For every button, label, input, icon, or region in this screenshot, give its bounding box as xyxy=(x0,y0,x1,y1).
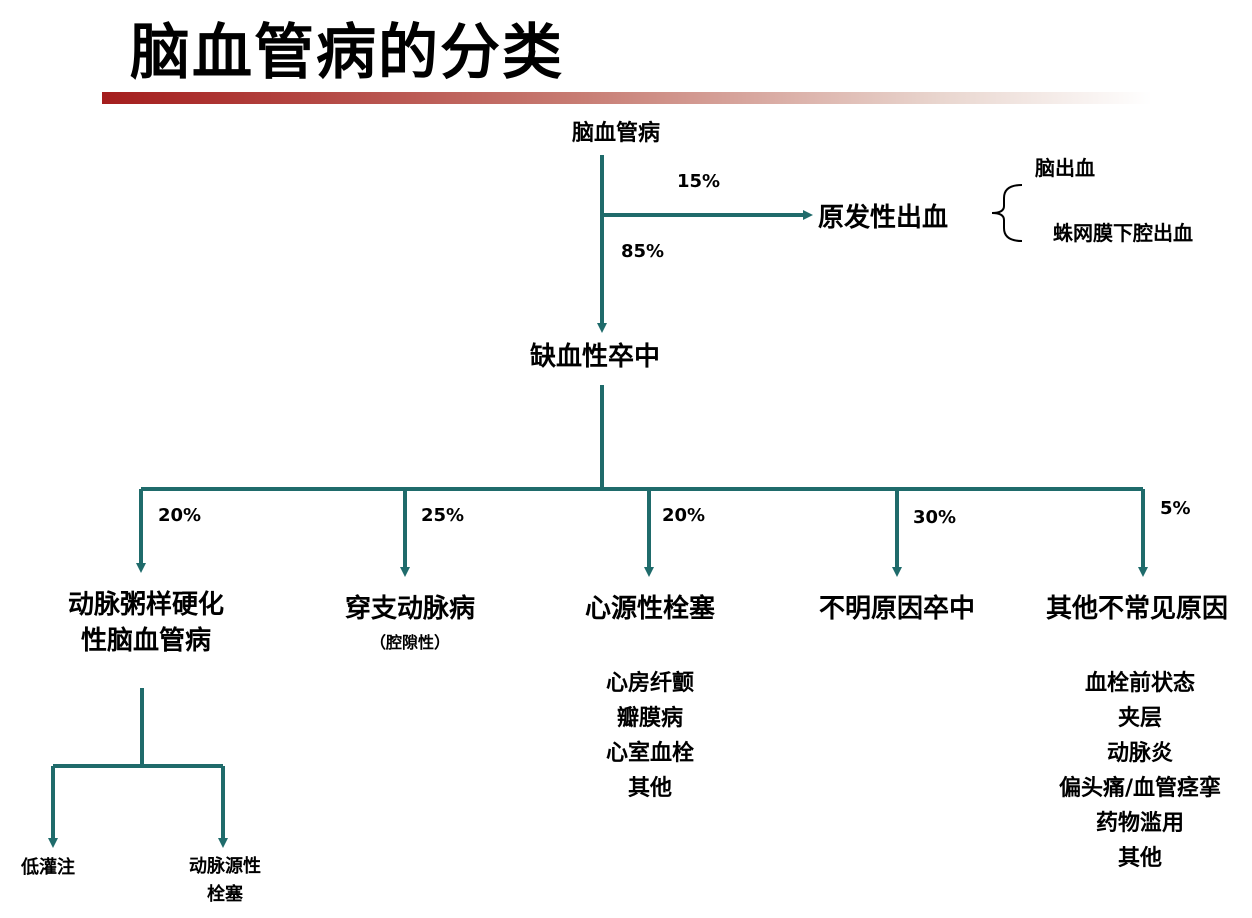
hemorrhage-brace xyxy=(991,184,1023,242)
artery-embolism-line1: 动脉源性 xyxy=(189,856,261,877)
hemorrhage-percent: 15% xyxy=(677,171,721,192)
child-percent-atherosclerosis: 20% xyxy=(158,505,202,526)
ischemic-percent: 85% xyxy=(621,241,665,262)
hemorrhage-node: 原发性出血 xyxy=(818,203,949,233)
list-item: 其他 xyxy=(1117,846,1162,871)
list-item: 心房纤颤 xyxy=(605,671,694,696)
list-item: 瓣膜病 xyxy=(616,706,683,731)
child-atherosclerosis-line2: 性脑血管病 xyxy=(80,626,211,656)
list-item: 偏头痛/血管痉挛 xyxy=(1058,776,1222,801)
list-item: 动脉炎 xyxy=(1106,741,1173,766)
ischemic-node: 缺血性卒中 xyxy=(530,342,661,372)
child-percent-cardioembolic: 20% xyxy=(662,505,706,526)
hemorrhage-subtype-ich: 脑出血 xyxy=(1035,156,1095,180)
artery-embolism-line2: 栓塞 xyxy=(207,884,243,905)
child-percent-unknown: 30% xyxy=(913,507,957,528)
child-perforator-line1: 穿支动脉病 xyxy=(344,594,475,624)
page-title: 脑血管病的分类 xyxy=(130,18,564,88)
child-node-unknown: 不明原因卒中 xyxy=(818,594,975,624)
hemorrhage-subtype-sah: 蛛网膜下腔出血 xyxy=(1053,221,1193,245)
list-item: 血栓前状态 xyxy=(1084,671,1195,696)
athero-branch-artery-embolism: 动脉源性 栓塞 xyxy=(170,853,280,909)
list-item: 其他 xyxy=(627,776,672,801)
child-node-other: 其他不常见原因 xyxy=(1045,594,1228,624)
child-percent-other: 5% xyxy=(1160,498,1191,519)
list-item: 药物滥用 xyxy=(1095,811,1184,836)
cardioembolic-causes-list: 心房纤颤 瓣膜病 心室血栓 其他 xyxy=(560,666,740,806)
child-node-atherosclerosis: 动脉粥样硬化 性脑血管病 xyxy=(56,587,236,659)
list-item: 夹层 xyxy=(1117,706,1162,731)
athero-branch-hypoperfusion: 低灌注 xyxy=(21,857,75,878)
child-node-cardioembolic: 心源性栓塞 xyxy=(584,594,715,624)
list-item: 心室血栓 xyxy=(605,741,694,766)
title-underline-bar xyxy=(102,92,1152,104)
root-node: 脑血管病 xyxy=(572,121,661,146)
other-causes-list: 血栓前状态 夹层 动脉炎 偏头痛/血管痉挛 药物滥用 其他 xyxy=(1040,666,1240,876)
child-atherosclerosis-line1: 动脉粥样硬化 xyxy=(67,590,224,620)
child-node-perforator: 穿支动脉病 （腔隙性） xyxy=(330,588,490,653)
child-percent-perforator: 25% xyxy=(421,505,465,526)
child-perforator-line2: （腔隙性） xyxy=(369,633,450,652)
